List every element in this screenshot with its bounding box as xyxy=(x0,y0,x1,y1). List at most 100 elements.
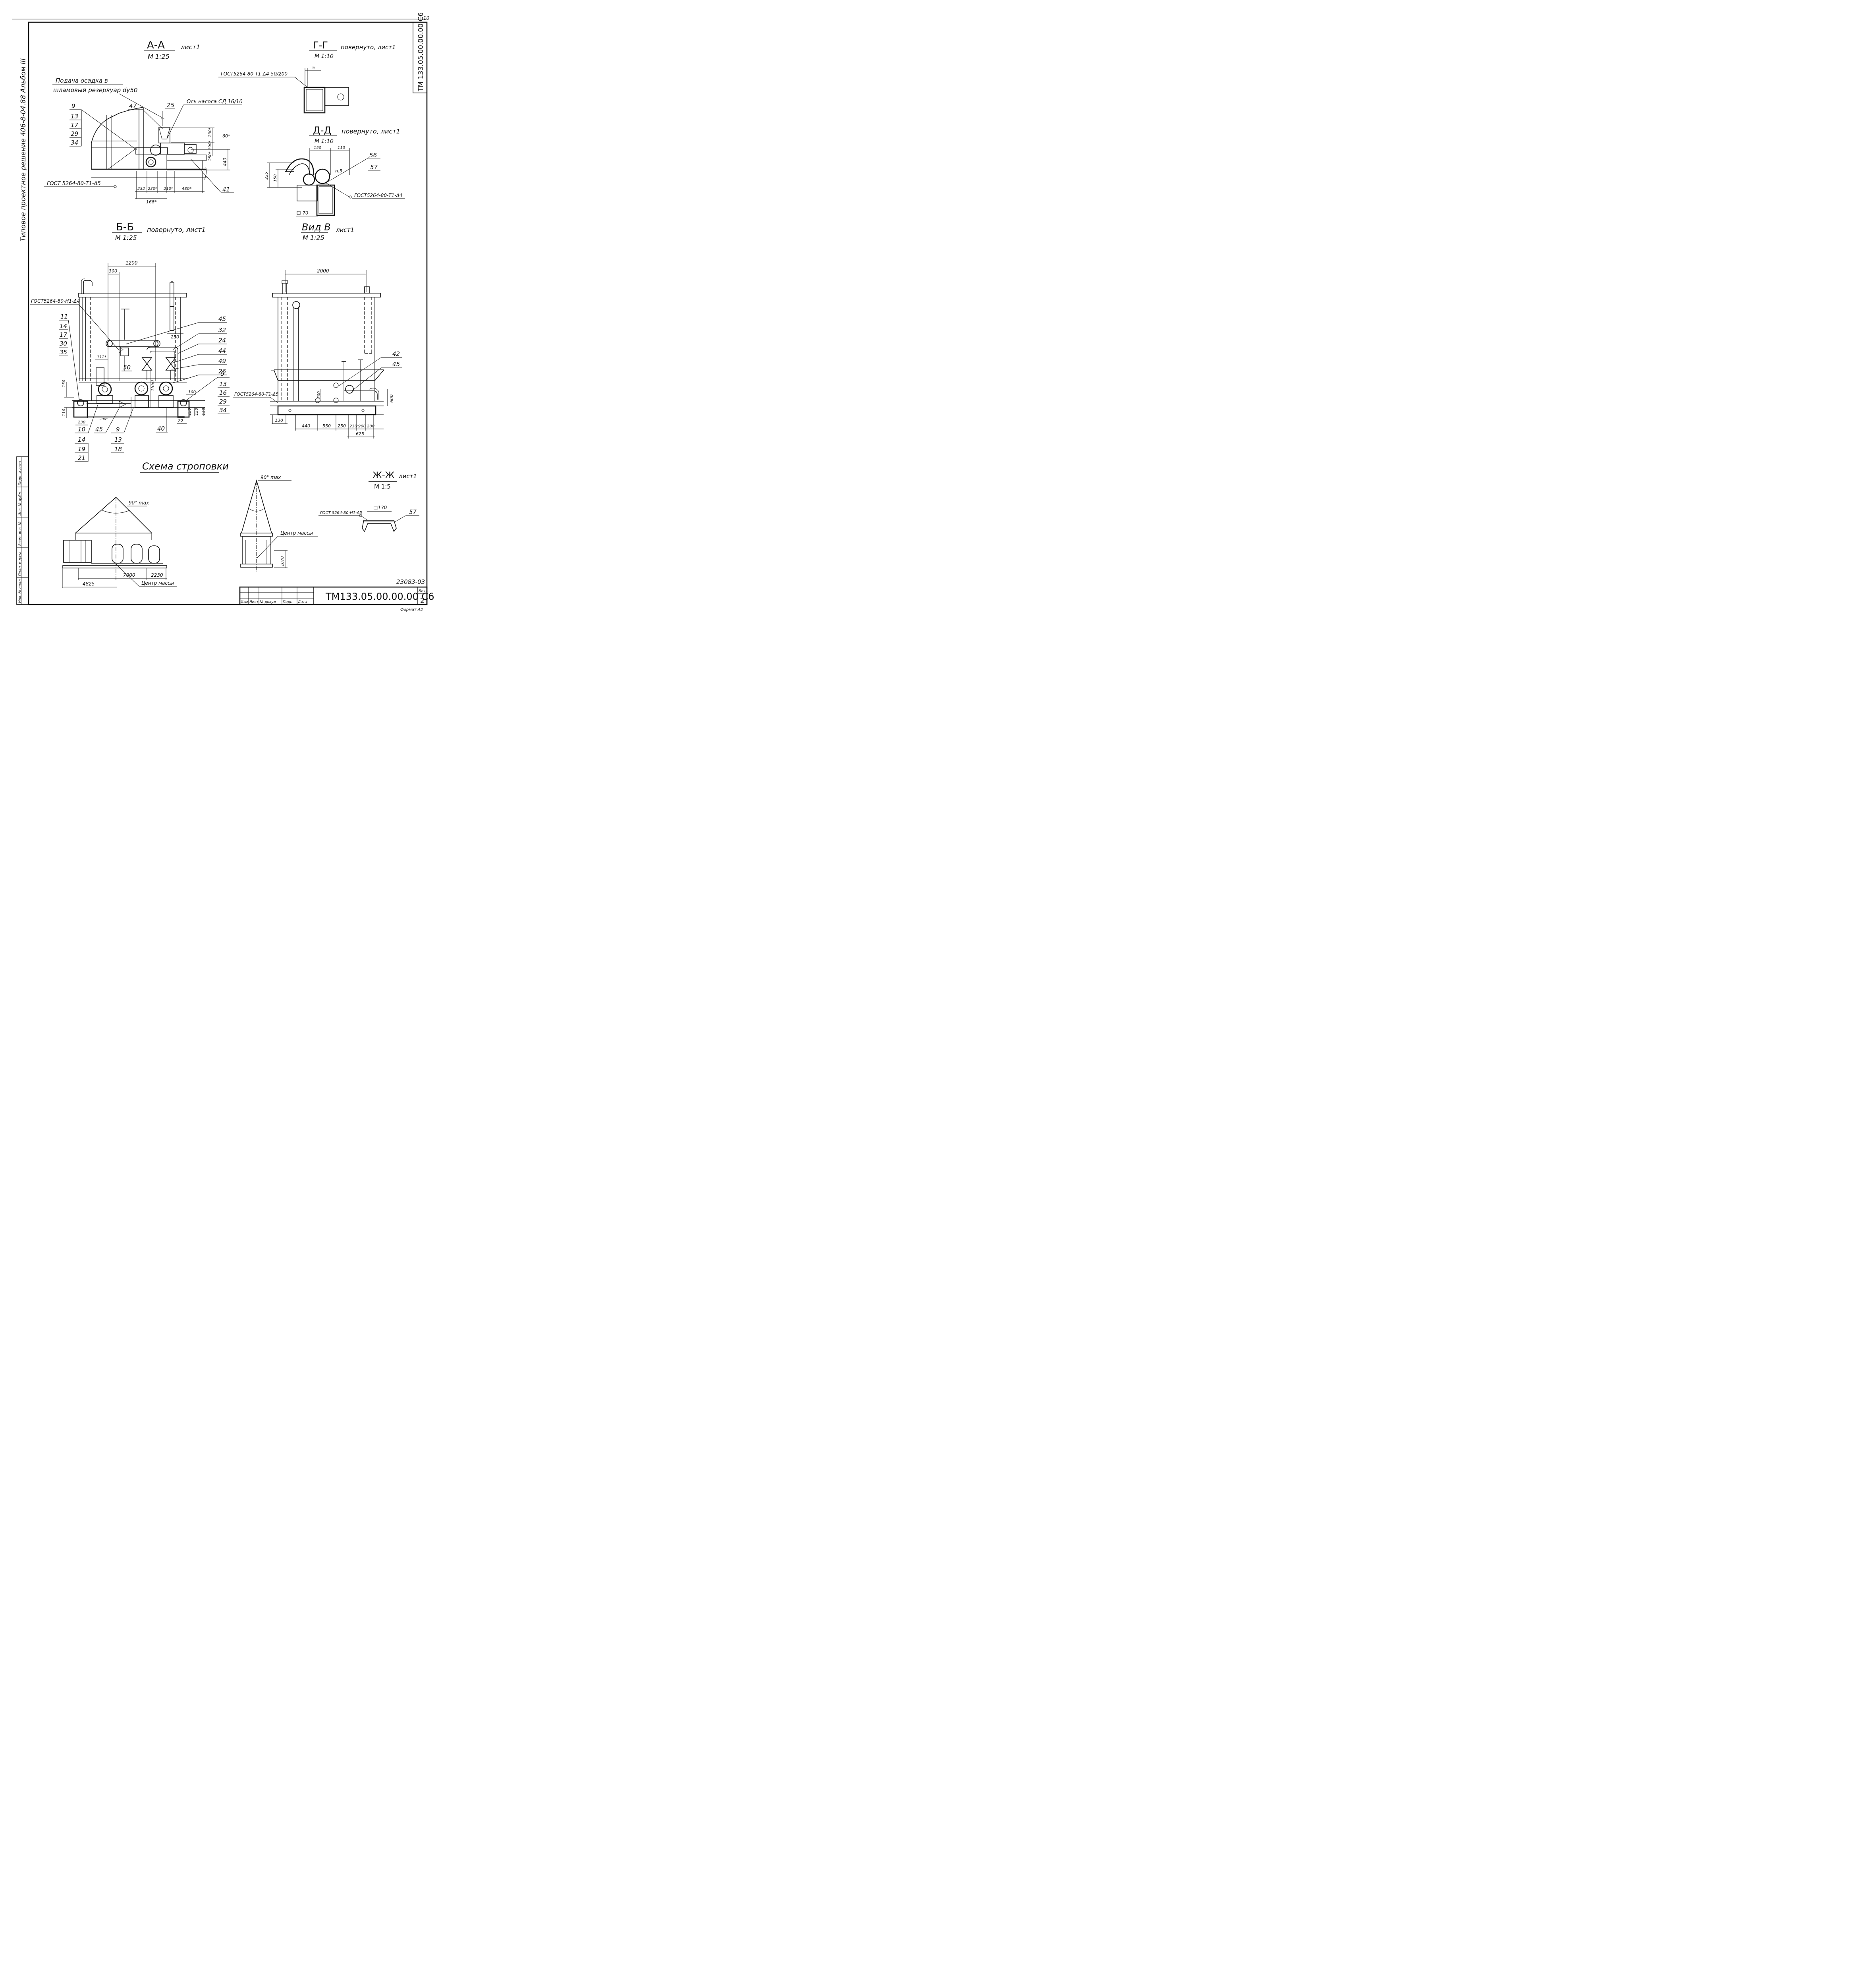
side-label-podp-data-1: Подп. и дата xyxy=(18,552,22,576)
label-29: 29 xyxy=(71,130,78,137)
label-25: 25 xyxy=(167,102,174,109)
dim-bb-100: 100 xyxy=(188,390,196,394)
view-gg: Г-Г М 1:10 повернуто, лист1 ГОСТ5264-80-… xyxy=(218,40,396,114)
label-45c: 45 xyxy=(392,361,400,368)
side-label-vzam: Взам. инв. № xyxy=(18,522,22,546)
view-dd-title: Д-Д xyxy=(313,125,331,136)
view-dd-note: повернуто, лист1 xyxy=(342,128,400,135)
dim-aa-168: 168* xyxy=(146,199,157,205)
view-gg-note: повернуто, лист1 xyxy=(341,44,396,51)
drawing-sheet: 10 ТМ 133.05.00.00.00 С6 Типовое проектн… xyxy=(12,12,434,612)
view-vb-scale: М 1:25 xyxy=(303,234,324,241)
sling-angle-1: 90° max xyxy=(129,500,149,506)
sling-mass-center-1: Центр массы xyxy=(141,580,174,586)
label-50: 50 xyxy=(123,364,131,371)
sling-scheme: Схема строповки 90° max 7000 2230 4825 Ц… xyxy=(62,461,318,588)
dim-vb-200b: 200 xyxy=(367,424,374,429)
label-9: 9 xyxy=(71,102,75,110)
view-gg-scale: М 1:10 xyxy=(315,53,334,60)
view-dd-weld: п.5 xyxy=(335,168,342,174)
sling-dim-1070: 1070 xyxy=(280,556,285,566)
dim-bb-1200: 1200 xyxy=(125,260,138,266)
side-label-inv-dubl: Инв. № дубл. xyxy=(18,491,22,516)
dim-aa-250: 250* xyxy=(208,151,212,161)
stamp-sheet-number: 2 xyxy=(420,597,425,605)
stamp-code: ТМ133.05.00.00.00 С6 xyxy=(325,591,434,602)
sling-mass-center-2: Центр массы xyxy=(280,530,313,536)
dim-vb-600: 600 xyxy=(389,394,394,403)
view-vb-sheet: лист1 xyxy=(336,226,354,234)
dim-bb-112: 112* xyxy=(97,355,106,359)
view-aa-note2: шламовый резервуар dу50 xyxy=(53,87,137,94)
dim-bb-110: 110 xyxy=(62,409,66,416)
label-10: 10 xyxy=(78,426,85,433)
vertical-code-box: ТМ 133.05.00.00.00 С6 xyxy=(413,12,427,93)
view-dd: Д-Д М 1:10 повернуто, лист1 150 110 235 … xyxy=(264,125,405,216)
dim-bb-150d: 150 xyxy=(62,380,66,387)
label-49: 49 xyxy=(218,357,226,365)
format-label: Формат А2 xyxy=(400,608,423,612)
label-13b: 13 xyxy=(219,381,227,388)
view-aa-gost: ГОСТ 5264-80-Т1-Δ5 xyxy=(47,181,101,187)
dim-bb-150b: 150 xyxy=(195,408,199,415)
stamp-sheet-label: Лист xyxy=(418,589,428,593)
label-13: 13 xyxy=(71,113,78,120)
label-45b: 45 xyxy=(95,426,103,433)
sling-title: Схема строповки xyxy=(142,461,229,472)
dim-vb-230: 230* xyxy=(349,424,359,429)
label-32: 32 xyxy=(218,326,226,334)
label-11: 11 xyxy=(60,313,68,320)
dim-vb-130: 130 xyxy=(275,418,283,423)
dim-aa-480: 480* xyxy=(182,187,191,191)
page-corner-number: 10 xyxy=(423,15,430,21)
view-aa: А-А М 1:25 лист1 Подача осадка в шламовы… xyxy=(44,39,243,205)
dim-aa-440: 440 xyxy=(222,158,228,166)
dim-vb-200a: 200 xyxy=(358,424,366,429)
label-34b: 34 xyxy=(219,407,227,414)
view-bb-labels-right-top: 45 32 24 44 49 26 xyxy=(126,315,227,383)
sheet-frame: 10 xyxy=(12,15,430,605)
view-bb-gost: ГОСТ5264-80-Н1-Δ4 xyxy=(31,298,80,304)
view-vb: Вид В М 1:25 лист1 2000 xyxy=(233,222,402,439)
view-vb-title: Вид В xyxy=(302,222,331,233)
stamp-col-doc: № докум xyxy=(259,600,276,604)
label-18: 18 xyxy=(114,446,122,453)
dim-bb-150c: 150 xyxy=(202,408,206,415)
dim-bb-1550: 1550 xyxy=(150,380,155,391)
dim-aa-230b: 230* xyxy=(148,187,157,191)
label-56: 56 xyxy=(369,152,377,159)
dim-aa-232: 232 xyxy=(137,187,145,191)
left-margin-note: Типовое проектное решение 406-8-04.88 Ал… xyxy=(19,58,27,241)
view-aa-sheet: лист1 xyxy=(180,43,200,51)
label-29b: 29 xyxy=(219,398,227,405)
dim-bb-200: 200* xyxy=(99,417,108,421)
view-bb-scale: М 1:25 xyxy=(115,234,137,241)
view-zz-sheet: лист1 xyxy=(398,473,417,480)
dim-vb-500: 500 xyxy=(317,391,321,399)
label-17: 17 xyxy=(60,331,68,338)
view-aa-title: А-А xyxy=(147,39,165,51)
view-gg-gost: ГОСТ5264-80-Т1-Δ4-50/200 xyxy=(221,71,288,77)
view-zz-gost: ГОСТ 5264-80-Н1-Δ5 xyxy=(320,511,362,515)
dim-dd-235: 235 xyxy=(264,172,269,180)
stamp-col-izm: Изм xyxy=(241,600,248,604)
view-vb-gost: ГОСТ5264-80-Т1-Δ5 xyxy=(234,392,278,397)
label-47: 47 xyxy=(129,102,137,110)
title-block: 23083-03 Изм Лист № докум Подп. Дата ТМ1… xyxy=(239,578,434,612)
view-aa-scale: М 1:25 xyxy=(148,53,170,60)
view-dd-scale: М 1:10 xyxy=(315,138,334,145)
stamp-col-date: Дата xyxy=(297,600,307,604)
label-42: 42 xyxy=(392,350,400,357)
label-44: 44 xyxy=(218,347,226,354)
dim-bb-70: 70 xyxy=(178,419,183,423)
label-14b: 14 xyxy=(78,436,85,443)
view-bb-labels-bottom: 10 14 19 21 45 9 13 18 40 50 xyxy=(75,356,168,462)
dim-aa-210: 210* xyxy=(164,187,173,191)
view-zz-title: Ж-Ж xyxy=(372,471,395,481)
label-45a: 45 xyxy=(218,315,226,323)
view-bb-note: повернуто, лист1 xyxy=(147,226,206,234)
stamp-col-list: Лист xyxy=(249,600,259,604)
label-9c: 9 xyxy=(116,426,120,433)
sling-dim-4825: 4825 xyxy=(83,581,95,587)
archive-number: 23083-03 xyxy=(396,578,425,585)
